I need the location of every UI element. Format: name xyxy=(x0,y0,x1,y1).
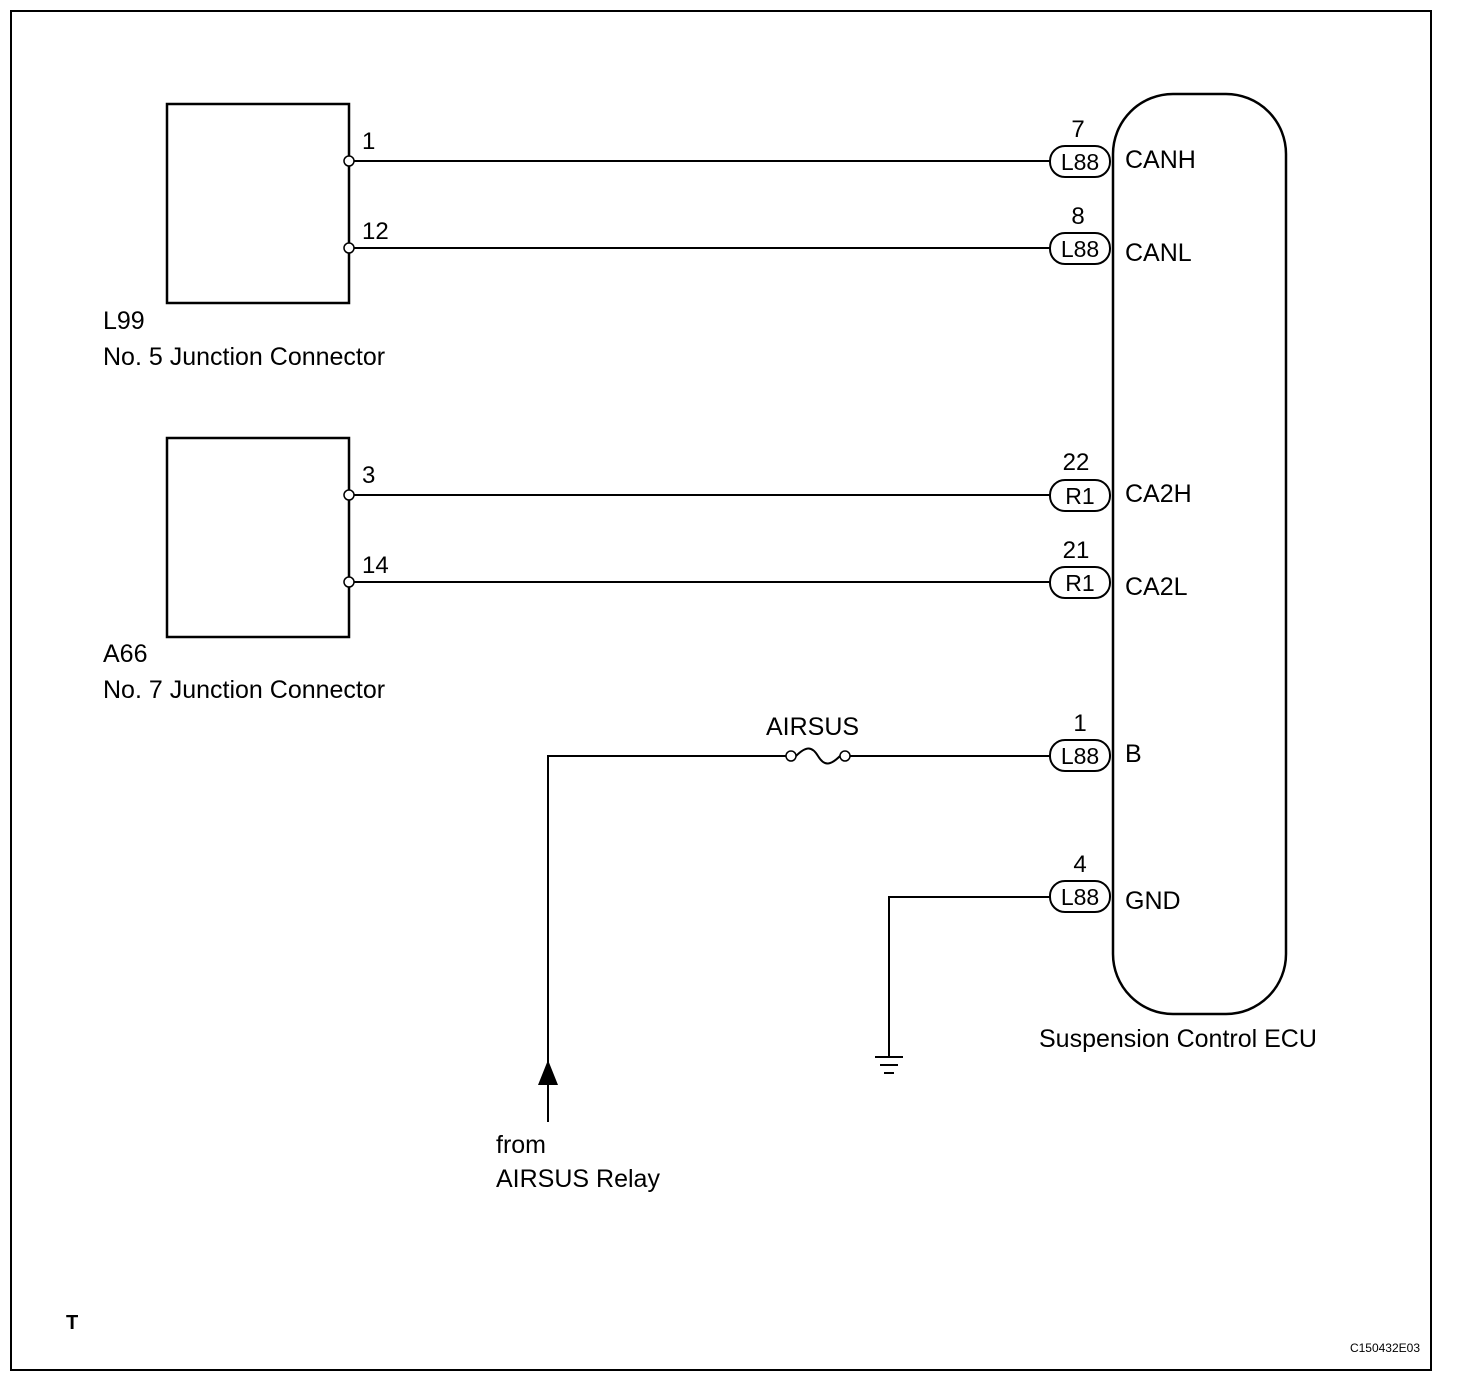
a66-pin-14: 14 xyxy=(362,552,389,579)
diagram-frame xyxy=(10,10,1432,1371)
ecu-body xyxy=(1111,92,1288,1016)
terminal-pin-number: 22 xyxy=(1063,449,1090,476)
ecu-name-label: Suspension Control ECU xyxy=(1039,1025,1317,1053)
l99-pin-12: 12 xyxy=(362,218,389,245)
terminal-signal-name: GND xyxy=(1125,887,1181,915)
a66-name-label: No. 7 Junction Connector xyxy=(103,676,385,704)
terminal-signal-name: CANH xyxy=(1125,146,1196,174)
source-label-line2: AIRSUS Relay xyxy=(496,1165,660,1193)
terminal-pin-number: 21 xyxy=(1063,537,1090,564)
a66-pin-3: 3 xyxy=(362,462,375,489)
terminal-pin-number: 1 xyxy=(1073,710,1086,737)
l99-pin-1: 1 xyxy=(362,128,375,155)
ecu-terminal-ca2l: 21 R1 CA2L xyxy=(1049,537,1188,601)
ground-icon xyxy=(875,1056,903,1074)
wire-ground xyxy=(888,896,1050,1057)
ecu-terminal-ca2h: 22 R1 CA2H xyxy=(1049,449,1192,512)
l99-name-label: No. 5 Junction Connector xyxy=(103,343,385,371)
a66-code-label: A66 xyxy=(103,640,147,668)
ground-circuit xyxy=(875,896,1050,1074)
arrow-up-icon xyxy=(538,1060,558,1085)
terminal-connector-code: L88 xyxy=(1061,149,1099,175)
power-circuit: AIRSUS from AIRSUS Relay xyxy=(496,713,1050,1193)
terminal-pin-number: 8 xyxy=(1071,203,1084,230)
terminal-connector-code: L88 xyxy=(1061,884,1099,910)
terminal-connector-code: R1 xyxy=(1065,570,1094,596)
terminal-pin-number: 4 xyxy=(1073,851,1086,878)
ecu-terminal-canh: 7 L88 CANH xyxy=(1049,116,1196,178)
junction-connector-l99: 1 12 L99 No. 5 Junction Connector xyxy=(103,102,389,371)
wire-power xyxy=(547,755,786,1070)
terminal-signal-name: B xyxy=(1125,740,1142,768)
terminal-signal-name: CANL xyxy=(1125,239,1192,267)
source-label-line1: from xyxy=(496,1131,546,1159)
terminal-pin-number: 7 xyxy=(1071,116,1084,143)
fuse-label: AIRSUS xyxy=(766,713,859,741)
ecu-terminal-b: 1 L88 B xyxy=(1049,710,1142,772)
figure-code: C150432E03 xyxy=(1350,1341,1420,1355)
l99-code-label: L99 xyxy=(103,307,145,335)
ecu-terminal-canl: 8 L88 CANL xyxy=(1049,203,1192,267)
corner-mark: T xyxy=(66,1312,78,1334)
fuse-icon xyxy=(785,747,851,765)
terminal-connector-code: L88 xyxy=(1061,236,1099,262)
ecu-terminal-gnd: 4 L88 GND xyxy=(1049,851,1181,915)
terminal-signal-name: CA2H xyxy=(1125,480,1192,508)
terminal-signal-name: CA2L xyxy=(1125,573,1188,601)
terminal-connector-code: R1 xyxy=(1065,483,1094,509)
terminal-connector-code: L88 xyxy=(1061,743,1099,769)
junction-connector-a66: 3 14 A66 No. 7 Junction Connector xyxy=(103,436,389,704)
